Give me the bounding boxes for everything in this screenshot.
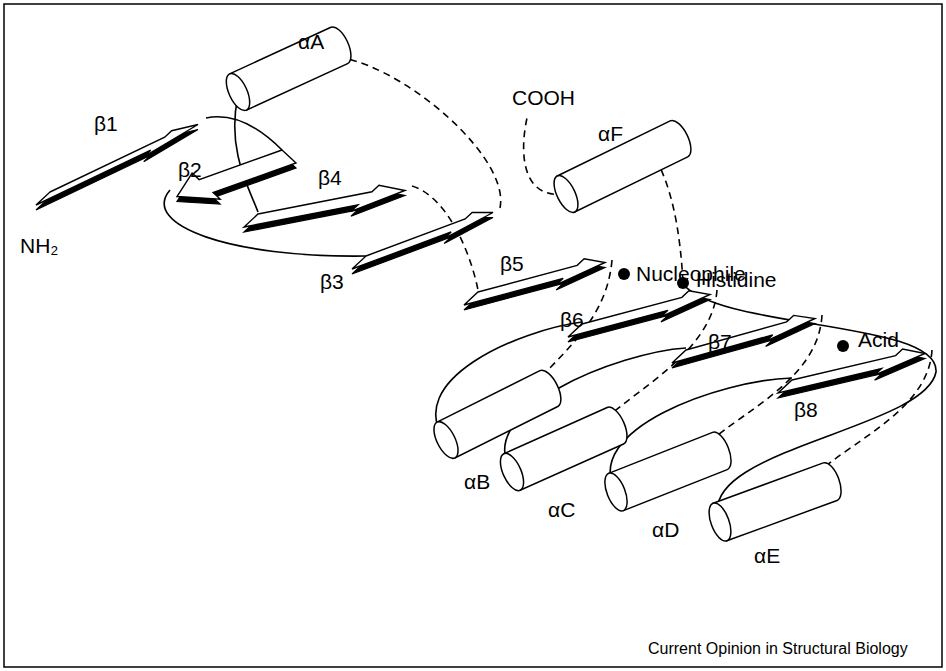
alpha-helix [705, 460, 846, 544]
structure-label: Acid [856, 328, 901, 351]
structure-label: COOH [510, 86, 577, 109]
structure-label: β6 [558, 308, 586, 331]
structure-label: β1 [92, 112, 120, 135]
alpha-helix [600, 429, 735, 514]
helix-end [429, 418, 463, 462]
structure-label: β4 [316, 166, 344, 189]
structure-label: β2 [176, 158, 204, 181]
strand-edge [352, 218, 493, 275]
structure-label: β3 [318, 270, 346, 293]
helix-end [705, 500, 736, 544]
strand-face [244, 185, 405, 227]
residue-dot [837, 340, 849, 352]
strand-face [177, 150, 296, 199]
alpha-helix [221, 24, 355, 114]
beta-strand [672, 315, 815, 368]
beta-strand [568, 291, 710, 342]
structure-label: NH₂ [18, 234, 60, 257]
helix-end [221, 70, 254, 114]
strand-face [36, 125, 198, 206]
beta-strand [778, 349, 925, 398]
structure-label: β7 [706, 330, 734, 353]
alpha-helix [549, 117, 696, 216]
strand-edge [36, 130, 198, 211]
strand-face [352, 213, 493, 270]
loop-line [235, 96, 258, 212]
loops [164, 56, 936, 522]
structure-label: αB [462, 470, 492, 493]
strand-face [464, 259, 605, 305]
loop-line [206, 117, 282, 150]
structure-label: β5 [498, 252, 526, 275]
beta-strand [177, 150, 296, 204]
beta-strand [464, 259, 605, 310]
helix-end [496, 450, 529, 494]
helix-body [557, 117, 696, 212]
helix-end [549, 172, 583, 216]
beta-strand [244, 185, 405, 232]
structure-label: Histidine [694, 268, 779, 291]
structure-label: β8 [792, 398, 820, 421]
strand-face [672, 315, 815, 363]
source-credit: Current Opinion in Structural Biology [646, 640, 910, 658]
figure-frame [4, 4, 942, 667]
beta-strand [352, 213, 493, 275]
strand-face [568, 291, 710, 337]
strand-face [778, 349, 925, 393]
residue-dot [618, 268, 630, 280]
loop-line [312, 56, 501, 208]
structure-label: αC [546, 498, 577, 521]
helix-end [600, 470, 631, 514]
helix-body [609, 429, 736, 511]
structure-label: αD [650, 518, 681, 541]
beta-strand [36, 125, 198, 211]
structure-label: αE [752, 544, 782, 567]
helix-body [713, 460, 845, 541]
secondary-structures [36, 24, 925, 544]
structure-label: αF [596, 122, 625, 145]
structure-label: αA [296, 30, 326, 53]
